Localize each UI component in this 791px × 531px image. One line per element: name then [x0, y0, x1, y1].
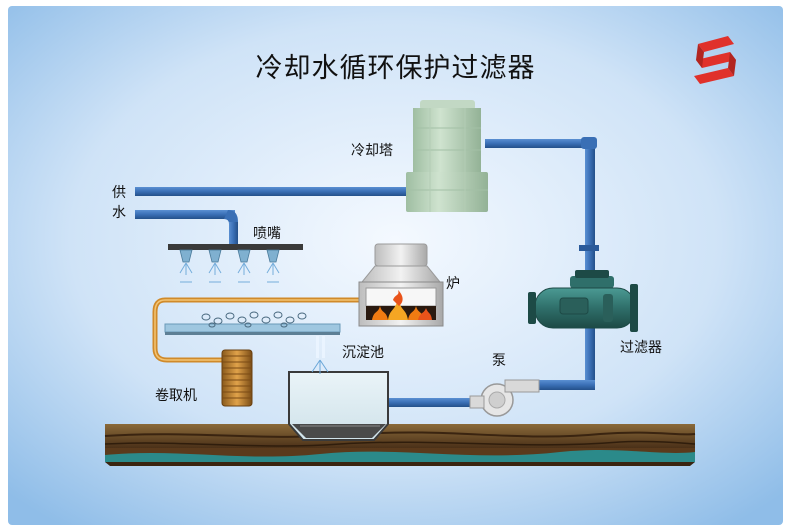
riser-pipe	[585, 139, 595, 299]
runout-table	[164, 311, 341, 358]
label-settling-tank: 沉淀池	[342, 345, 384, 361]
coiler	[221, 349, 253, 407]
steel-strip	[152, 297, 360, 363]
supply-pipe-lower	[135, 210, 235, 219]
furnace	[358, 243, 444, 327]
tower-outlet-pipe	[485, 139, 585, 148]
label-nozzle: 喷嘴	[253, 226, 281, 242]
filter-unit	[528, 270, 638, 332]
cooling-tower	[406, 100, 488, 212]
nozzle-manifold	[168, 244, 303, 283]
pump	[469, 379, 540, 417]
label-filter: 过滤器	[620, 340, 662, 356]
diagram-title: 冷却水循环保护过滤器	[255, 53, 536, 84]
label-coiler: 卷取机	[155, 388, 197, 404]
tank-to-pump-pipe	[388, 398, 483, 407]
label-water: 水	[112, 205, 126, 221]
supply-pipe-upper	[135, 187, 410, 196]
brand-logo	[694, 36, 736, 84]
label-furnace: 炉	[446, 276, 460, 292]
label-cooling-tower: 冷却塔	[351, 143, 393, 159]
blue-pipes	[135, 137, 599, 407]
settling-tank	[288, 359, 389, 441]
ground-strata	[104, 424, 696, 466]
label-pump: 泵	[492, 353, 506, 369]
label-supply: 供	[112, 185, 126, 201]
